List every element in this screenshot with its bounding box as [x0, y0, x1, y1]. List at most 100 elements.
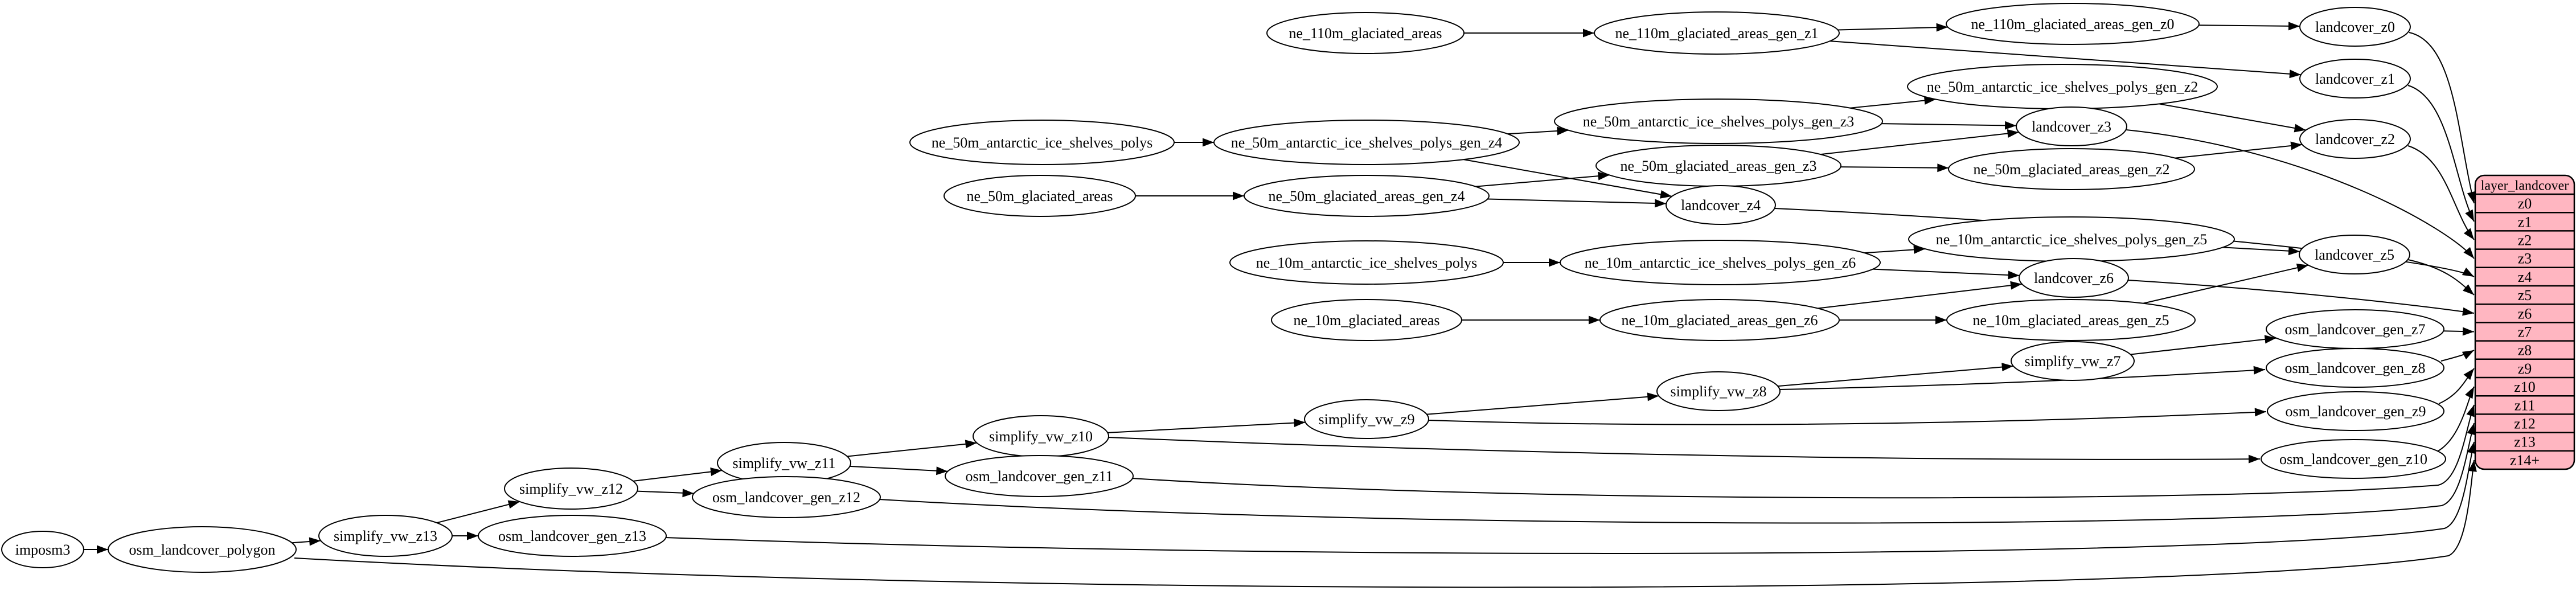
- node-label-landcover_z3: landcover_z3: [2032, 118, 2111, 135]
- edge-osm_landcover_polygon-to-layer-z14+: [294, 460, 2475, 588]
- node-ne_50m_glaciated_areas_gen_z2: [1948, 148, 2195, 190]
- node-simplify_vw_z7: [2011, 341, 2135, 381]
- edge-landcover_z2-to-layer-z2: [2407, 145, 2475, 240]
- node-osm_landcover_polygon: [108, 526, 297, 573]
- node-ne_50m_glaciated_areas: [944, 175, 1136, 217]
- node-landcover_z1: [2299, 59, 2411, 99]
- edge-osm_landcover_gen_z10-to-layer-z10-arrowhead: [2465, 387, 2474, 399]
- edge-ne_50m_antarctic_ice_shelves_polys_gen_z3-to-landcover_z3: [1881, 123, 2017, 126]
- node-label-imposm3: imposm3: [15, 542, 71, 558]
- node-label-landcover_z6: landcover_z6: [2034, 270, 2114, 286]
- node-label-simplify_vw_z11: simplify_vw_z11: [732, 455, 835, 471]
- edge-ne_50m_antarctic_ice_shelves_polys_gen_z2-to-landcover_z2: [2159, 103, 2306, 131]
- edge-ne_50m_glaciated_areas_gen_z3-to-landcover_z3: [1820, 132, 2019, 155]
- edge-ne_50m_glaciated_areas_gen_z4-to-ne_50m_glaciated_areas_gen_z3-arrowhead: [1598, 171, 1610, 181]
- node-label-ne_110m_glaciated_areas_gen_z1: ne_110m_glaciated_areas_gen_z1: [1615, 25, 1818, 42]
- node-label-simplify_vw_z12: simplify_vw_z12: [519, 481, 623, 497]
- edge-ne_50m_glaciated_areas_gen_z3-to-landcover_z3-arrowhead: [2007, 129, 2019, 138]
- layer-row-z2: z2: [2518, 232, 2532, 249]
- node-label-simplify_vw_z10: simplify_vw_z10: [989, 428, 1093, 445]
- edge-ne_50m_glaciated_areas_gen_z3-to-ne_50m_glaciated_areas_gen_z2: [1840, 166, 1949, 169]
- node-osm_landcover_gen_z11: [945, 455, 1134, 497]
- node-label-osm_landcover_gen_z9: osm_landcover_gen_z9: [2286, 403, 2426, 420]
- node-label-ne_50m_glaciated_areas_gen_z3: ne_50m_glaciated_areas_gen_z3: [1620, 158, 1816, 174]
- edge-ne_10m_glaciated_areas_gen_z6-to-landcover_z6-arrowhead: [2010, 281, 2022, 290]
- node-label-landcover_z0: landcover_z0: [2315, 19, 2395, 35]
- edge-simplify_vw_z10-to-osm_landcover_gen_z10-arrowhead: [2248, 454, 2260, 464]
- node-landcover_z0: [2299, 7, 2411, 47]
- edge-ne_50m_antarctic_ice_shelves_polys_gen_z4-to-landcover_z4-arrowhead: [1660, 190, 1672, 199]
- node-ne_110m_glaciated_areas_gen_z1: [1594, 11, 1840, 55]
- node-label-osm_landcover_gen_z12: osm_landcover_gen_z12: [712, 489, 860, 506]
- edge-ne_10m_antarctic_ice_shelves_polys_gen_z5-to-landcover_z5: [2222, 247, 2300, 252]
- layer-row-z6: z6: [2518, 305, 2532, 322]
- node-label-ne_50m_antarctic_ice_shelves_polys_gen_z3: ne_50m_antarctic_ice_shelves_polys_gen_z…: [1583, 113, 1855, 130]
- node-label-simplify_vw_z9: simplify_vw_z9: [1319, 411, 1415, 428]
- edge-ne_110m_glaciated_areas_gen_z1-to-landcover_z1: [1830, 40, 2302, 76]
- edge-ne_110m_glaciated_areas_gen_z1-to-ne_110m_glaciated_areas_gen_z0-arrowhead: [1936, 23, 1948, 32]
- node-label-ne_10m_glaciated_areas_gen_z6: ne_10m_glaciated_areas_gen_z6: [1621, 312, 1818, 329]
- edge-simplify_vw_z13-to-simplify_vw_z12-arrowhead: [507, 500, 520, 509]
- edge-ne_50m_glaciated_areas-to-ne_50m_glaciated_areas_gen_z4-arrowhead: [1233, 191, 1244, 200]
- edge-ne_10m_glaciated_areas_gen_z6-to-landcover_z6: [1818, 283, 2023, 309]
- node-osm_landcover_gen_z8: [2266, 348, 2444, 388]
- edge-landcover_z6-to-layer-z6-arrowhead: [2462, 307, 2474, 316]
- node-label-ne_50m_antarctic_ice_shelves_polys_gen_z2: ne_50m_antarctic_ice_shelves_polys_gen_z…: [1927, 79, 2198, 95]
- edge-ne_10m_antarctic_ice_shelves_polys_gen_z6-to-landcover_z6-arrowhead: [2008, 270, 2020, 280]
- edge-simplify_vw_z13-to-osm_landcover_gen_z13-arrowhead: [467, 531, 478, 540]
- edge-simplify_vw_z9-to-simplify_vw_z8: [1426, 395, 1659, 415]
- edge-ne_10m_antarctic_ice_shelves_polys_gen_z6-to-landcover_z6: [1873, 268, 2020, 276]
- edge-osm_landcover_polygon-to-simplify_vw_z13-arrowhead: [309, 537, 321, 546]
- edge-osm_landcover_gen_z13-to-layer-z13-arrowhead: [2467, 442, 2476, 454]
- edge-simplify_vw_z10-to-simplify_vw_z9-arrowhead: [1294, 419, 1306, 428]
- edge-landcover_z3-to-layer-z3: [2126, 129, 2475, 259]
- node-label-osm_landcover_gen_z10: osm_landcover_gen_z10: [2279, 451, 2427, 468]
- layer-row-z4: z4: [2518, 269, 2532, 285]
- edge-osm_landcover_gen_z11-to-layer-z11: [1131, 404, 2475, 499]
- node-label-landcover_z4: landcover_z4: [1681, 197, 1761, 214]
- edge-simplify_vw_z11-to-osm_landcover_gen_z11-arrowhead: [936, 466, 948, 475]
- layer-row-z11: z11: [2515, 397, 2536, 413]
- edge-landcover_z5-to-layer-z5-arrowhead: [2462, 284, 2474, 295]
- edge-landcover_z1-to-layer-z1: [2407, 85, 2475, 222]
- node-label-landcover_z2: landcover_z2: [2315, 131, 2395, 147]
- edge-ne_110m_glaciated_areas_gen_z0-to-landcover_z0-arrowhead: [2288, 22, 2300, 31]
- node-simplify_vw_z13: [318, 515, 453, 557]
- edge-ne_50m_glaciated_areas_gen_z2-to-landcover_z2: [2175, 143, 2303, 159]
- node-label-osm_landcover_gen_z13: osm_landcover_gen_z13: [498, 528, 646, 544]
- edge-ne_50m_glaciated_areas_gen_z3-to-ne_50m_glaciated_areas_gen_z2-arrowhead: [1937, 163, 1949, 173]
- edge-landcover_z2-to-layer-z2-arrowhead: [2463, 228, 2474, 240]
- layer-row-z10: z10: [2514, 379, 2536, 395]
- edge-simplify_vw_z12-to-simplify_vw_z11: [633, 470, 723, 482]
- layer-row-z9: z9: [2518, 360, 2532, 377]
- node-ne_50m_antarctic_ice_shelves_polys_gen_z4: [1213, 120, 1520, 165]
- node-label-ne_50m_antarctic_ice_shelves_polys_gen_z4: ne_50m_antarctic_ice_shelves_polys_gen_z…: [1231, 134, 1503, 151]
- layer-row-z12: z12: [2514, 416, 2536, 432]
- edge-simplify_vw_z11-to-simplify_vw_z10: [847, 442, 977, 457]
- edge-simplify_vw_z11-to-osm_landcover_gen_z11: [850, 465, 948, 472]
- edge-ne_10m_antarctic_ice_shelves_polys-to-ne_10m_antarctic_ice_shelves_polys_gen_z6-arrowhead: [1549, 258, 1560, 267]
- edge-landcover_z0-to-layer-z0-arrowhead: [2467, 191, 2476, 203]
- edge-osm_landcover_polygon-to-layer-z14+-arrowhead: [2468, 460, 2477, 472]
- node-label-ne_110m_glaciated_areas: ne_110m_glaciated_areas: [1289, 25, 1442, 42]
- node-label-osm_landcover_polygon: osm_landcover_polygon: [129, 542, 275, 558]
- node-landcover_z6: [2019, 258, 2129, 298]
- edge-ne_10m_antarctic_ice_shelves_polys_gen_z5-to-landcover_z5-arrowhead: [2288, 247, 2300, 256]
- edge-ne_50m_antarctic_ice_shelves_polys_gen_z2-to-landcover_z2-arrowhead: [2294, 124, 2306, 133]
- edge-simplify_vw_z7-to-osm_landcover_gen_z7-arrowhead: [2264, 335, 2276, 344]
- node-ne_50m_glaciated_areas_gen_z4: [1244, 175, 1490, 217]
- edge-osm_landcover_gen_z12-to-layer-z12: [879, 423, 2475, 524]
- node-landcover_z5: [2299, 235, 2410, 274]
- edge-ne_50m_antarctic_ice_shelves_polys_gen_z3-to-ne_50m_antarctic_ice_shelves_polys_gen_z2: [1849, 99, 1936, 109]
- node-label-simplify_vw_z13: simplify_vw_z13: [334, 528, 437, 544]
- node-label-ne_50m_antarctic_ice_shelves_polys: ne_50m_antarctic_ice_shelves_polys: [932, 134, 1152, 151]
- layer-row-z3: z3: [2518, 251, 2532, 267]
- edge-simplify_vw_z8-to-osm_landcover_gen_z8-arrowhead: [2253, 366, 2265, 375]
- node-label-ne_50m_glaciated_areas_gen_z2: ne_50m_glaciated_areas_gen_z2: [1973, 161, 2169, 178]
- edge-landcover_z3-to-layer-z3-arrowhead: [2463, 247, 2474, 259]
- node-osm_landcover_gen_z10: [2261, 439, 2446, 479]
- node-label-ne_10m_antarctic_ice_shelves_polys: ne_10m_antarctic_ice_shelves_polys: [1256, 255, 1477, 271]
- layer-row-z7: z7: [2518, 324, 2532, 341]
- edge-ne_50m_antarctic_ice_shelves_polys_gen_z3-to-ne_50m_antarctic_ice_shelves_polys_gen_z2-arrowhead: [1923, 96, 1936, 105]
- edge-simplify_vw_z9-to-osm_landcover_gen_z9: [1428, 411, 2267, 425]
